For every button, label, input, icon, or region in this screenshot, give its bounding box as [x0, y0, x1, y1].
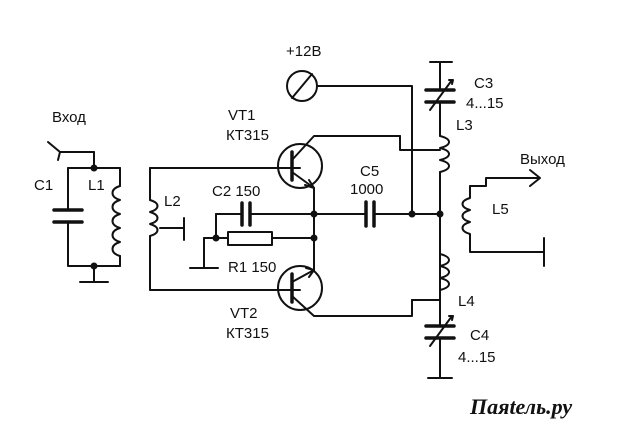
label-c4-value: 4...15	[458, 349, 496, 366]
label-c3-name: C3	[474, 75, 493, 92]
output-coil-l5	[461, 169, 545, 267]
label-vt1-name: VT1	[228, 107, 256, 124]
transistor-vt1	[277, 135, 401, 271]
coil-l3	[439, 135, 450, 173]
junction-dot	[90, 164, 98, 172]
label-l1: L1	[88, 177, 105, 194]
coil-l4	[439, 253, 450, 291]
label-c4-name: C4	[470, 327, 489, 344]
watermark: Паяtель.ру	[469, 394, 572, 419]
input-antenna	[47, 141, 95, 161]
junction-dot	[212, 234, 220, 242]
output-tank	[399, 61, 456, 379]
label-l2: L2	[164, 193, 181, 210]
input-label: Вход	[52, 109, 86, 126]
capacitor-c5	[313, 200, 444, 228]
label-l3: L3	[456, 117, 473, 134]
label-l5: L5	[492, 201, 509, 218]
junction-dot	[90, 262, 98, 270]
coil-l5	[461, 185, 545, 267]
coil-l2-network	[149, 167, 315, 291]
coil-l2	[149, 199, 159, 237]
transistor-vt2	[277, 210, 413, 317]
supply-label: +12В	[286, 43, 321, 60]
tank-l1-c1	[52, 151, 121, 283]
label-vt2-type: КТ315	[226, 325, 269, 342]
label-r1: R1 150	[228, 259, 276, 276]
power-supply	[286, 70, 413, 215]
label-c5-value: 1000	[350, 181, 383, 198]
coil-l1	[111, 185, 121, 257]
junction-dot	[310, 234, 318, 242]
label-vt2-name: VT2	[230, 305, 258, 322]
label-c5-name: C5	[360, 163, 379, 180]
label-c3-value: 4...15	[466, 95, 504, 112]
label-l4: L4	[458, 293, 475, 310]
label-c1: C1	[34, 177, 53, 194]
label-vt1-type: КТ315	[226, 127, 269, 144]
label-c2: C2 150	[212, 183, 260, 200]
output-label: Выход	[520, 151, 565, 168]
